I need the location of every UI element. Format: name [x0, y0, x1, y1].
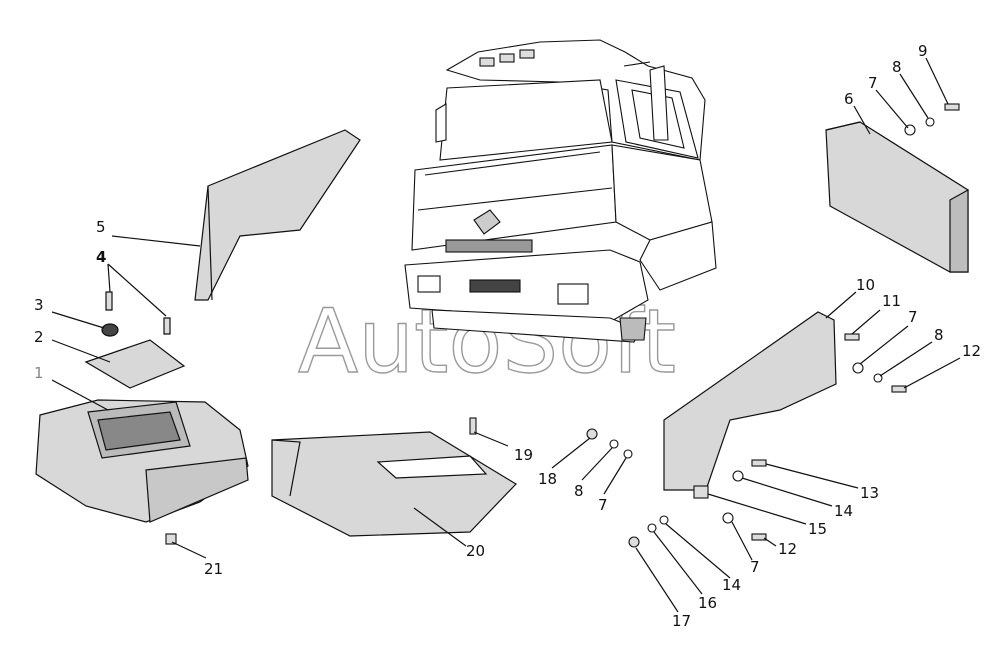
label-7a: 7	[868, 74, 878, 92]
label-8b: 8	[934, 326, 944, 344]
label-18: 18	[538, 470, 557, 488]
part-5-side-panel	[194, 129, 361, 301]
label-3: 3	[34, 296, 44, 314]
callout-labels: 1 2 3 4 5 6 7 8 9 10 11 7 8 12 19 18 8 7…	[34, 42, 981, 630]
label-14a: 14	[834, 502, 853, 520]
label-15: 15	[808, 520, 827, 538]
label-8c: 8	[574, 482, 584, 500]
label-1: 1	[34, 364, 44, 382]
label-17: 17	[672, 612, 691, 630]
label-12a: 12	[962, 342, 981, 360]
label-19: 19	[514, 446, 533, 464]
label-7b: 7	[908, 308, 918, 326]
part-4-bolts	[105, 291, 171, 335]
label-21: 21	[204, 560, 223, 578]
label-12b: 12	[778, 540, 797, 558]
part-3-nut	[101, 323, 119, 337]
label-4: 4	[96, 248, 106, 266]
label-7c: 7	[598, 496, 608, 514]
label-16: 16	[698, 594, 717, 612]
label-7d: 7	[750, 558, 760, 576]
label-2: 2	[34, 328, 44, 346]
part-2-plate	[84, 339, 186, 389]
label-8a: 8	[892, 58, 902, 76]
part-20-fairing	[271, 431, 517, 537]
label-9: 9	[918, 42, 928, 60]
label-5: 5	[96, 218, 106, 236]
label-14b: 14	[722, 576, 741, 594]
label-20: 20	[466, 542, 485, 560]
truck-cab	[404, 39, 717, 343]
hardware	[165, 103, 960, 548]
label-11: 11	[882, 292, 901, 310]
leader-lines	[51, 57, 961, 613]
part-10-side-panel	[663, 311, 837, 491]
label-13: 13	[860, 484, 879, 502]
label-10: 10	[856, 276, 875, 294]
part-6-rear-panel	[825, 121, 969, 273]
part-1-base-housing	[35, 399, 249, 523]
label-6: 6	[844, 90, 854, 108]
